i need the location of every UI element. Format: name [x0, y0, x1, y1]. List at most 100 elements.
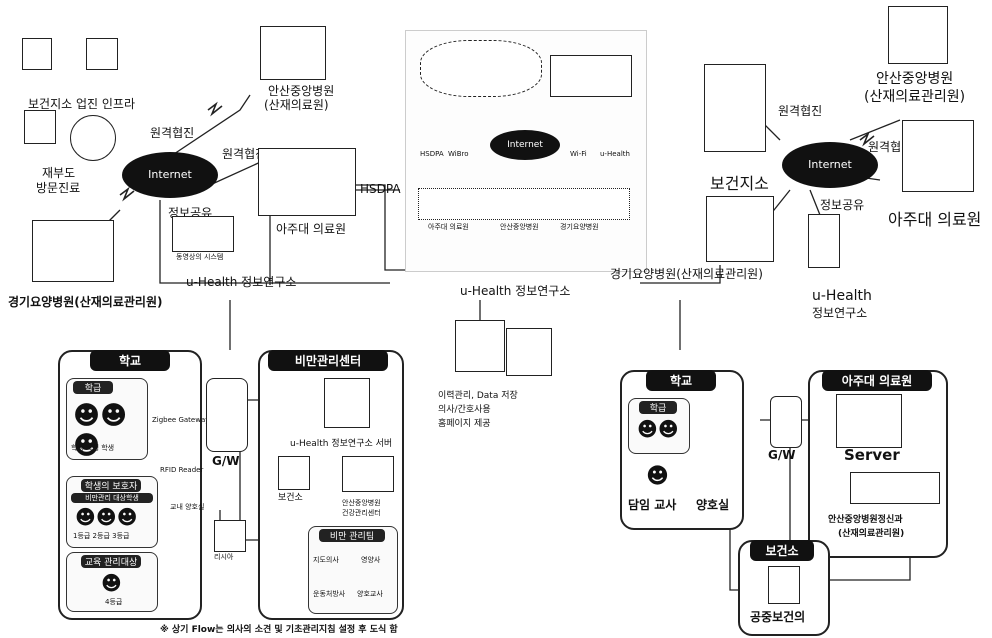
server-icon	[455, 320, 505, 372]
dept-label: 안산중앙병원정신과	[828, 512, 903, 525]
expert-label: 운동처방사	[313, 589, 345, 599]
small-label: u-Health	[600, 150, 630, 158]
expert-team-title: 비만 관리팀	[319, 529, 385, 542]
parent-subtitle: 비만관리 대상학생	[71, 493, 153, 503]
gyeonggi-hospital-label: 경기요양병원(산재의료관리원)	[610, 267, 763, 281]
internet-label: Internet	[507, 140, 543, 150]
ansan-hospital-sub: (산재의료원)	[264, 98, 329, 112]
grades-label: 1등급 2등급 3등급	[73, 531, 129, 541]
expert-team-box: 비만 관리팀 지도의사 영양사 운동처방사 양호교사	[308, 526, 398, 614]
uhealth-institute-label: u-Health 정보연구소	[460, 284, 570, 298]
hospital-building-icon	[850, 472, 940, 504]
server-icon	[808, 214, 840, 268]
expert-label: 영양사	[361, 555, 380, 565]
infra-label: 보건지소 업진 인프라	[28, 97, 135, 111]
ansan-hospital-label: 안산중앙병원	[876, 68, 953, 88]
city-buildings-icon	[550, 55, 632, 97]
ajou-title: 아주대 의료원	[822, 370, 932, 391]
server-label: Server	[844, 446, 900, 464]
hospital-building-icon	[342, 456, 394, 492]
server-system-icon	[172, 216, 234, 252]
hospital-building-icon	[902, 120, 974, 192]
school-nurse-label: 교내 양호실	[170, 502, 204, 512]
internet-label: Internet	[808, 158, 852, 171]
hsdpa-label: HSDPA	[360, 182, 401, 196]
small-label: 안산중앙병원	[500, 222, 539, 232]
hospital-building-icon	[888, 6, 948, 64]
footnote: ※ 상기 Flow는 의사의 소견 및 기초관리지침 설정 후 도식 함	[160, 622, 398, 635]
server-icon	[506, 328, 552, 376]
server-note: 홈페이지 제공	[438, 416, 491, 429]
cloud-network-icon	[420, 40, 542, 97]
class-box: 학급 ☻☻☻ 학생 학생 학생	[66, 378, 148, 460]
server-label: u-Health 정보연구소 서버	[290, 436, 392, 449]
server-icon	[324, 378, 370, 428]
tablet-device-icon	[86, 38, 118, 70]
class-title: 학급	[639, 401, 677, 414]
parent-box: 학생의 보호자 비만관리 대상학생 ☻☻☻ 1등급 2등급 3등급	[66, 476, 158, 548]
server-icon	[836, 394, 902, 448]
share-label: 정보공유	[820, 198, 864, 212]
uhealth-label: u-Health 정보연구소	[186, 275, 296, 289]
health-center-title: 보건소	[750, 540, 814, 561]
tablet-device-icon	[22, 38, 52, 70]
visit-label-1: 재부도	[42, 166, 75, 180]
gateway-label: G/W	[212, 454, 239, 468]
small-label: HSDPA	[420, 150, 444, 158]
home-label: 리시아	[214, 552, 233, 562]
ansan-label: 안산중앙병원	[342, 498, 381, 508]
health-center-box: 보건소 공중보건의	[738, 540, 830, 636]
family-grade-label: 4등급	[105, 597, 122, 607]
center-internet-cloud: Internet	[490, 130, 560, 160]
small-label: WiBro	[448, 150, 469, 158]
expert-label: 지도의사	[313, 555, 339, 565]
family-title: 교육 관리대상	[81, 555, 141, 568]
nurse-room-label: 양호실	[696, 498, 729, 512]
health-center-icon	[278, 456, 310, 490]
hospital-building-icon	[258, 148, 356, 216]
teacher-icon: ☻	[646, 464, 669, 489]
teacher-label: 담임 교사	[628, 498, 676, 512]
health-center-label: 보건소	[278, 490, 303, 503]
obesity-center-box: 비만관리센터 u-Health 정보연구소 서버 보건소 안산중앙병원 건강관리…	[258, 350, 404, 620]
small-label: 경기요양병원	[560, 222, 599, 232]
ansan-hospital-sub: (산재의료관리원)	[864, 86, 965, 106]
student-icons: ☻☻	[637, 417, 679, 441]
gateway-label: G/W	[768, 448, 795, 462]
class-box: 학급 ☻☻	[628, 398, 690, 454]
remote-consult-label: 원격협진	[150, 126, 194, 140]
tablet-device-icon	[24, 110, 56, 144]
server-note: 이력관리, Data 저장	[438, 388, 518, 401]
obesity-center-title: 비만관리센터	[268, 350, 388, 371]
medical-device-icon	[70, 115, 116, 161]
school-box-left: 학교 학급 ☻☻☻ 학생 학생 학생 Zigbee Gateway RFID R…	[58, 350, 202, 620]
ajou-hospital-label: 아주대 의료원	[888, 206, 981, 230]
public-doctor-label: 공중보건의	[750, 608, 805, 625]
expert-label: 양호교사	[357, 589, 383, 599]
home-icon	[214, 520, 246, 552]
school-title: 학교	[646, 370, 716, 391]
ansan-sub-label: 건강관리센터	[342, 508, 381, 518]
hospital-building-icon	[260, 26, 326, 80]
school-title: 학교	[90, 350, 170, 371]
visit-label-2: 방문진료	[36, 181, 80, 195]
class-title: 학급	[73, 381, 113, 394]
ajou-hospital-label: 아주대 의료원	[276, 222, 346, 236]
server-note: 의사/간호사용	[438, 402, 491, 415]
remote-consult-label: 원격협진	[778, 104, 822, 118]
internet-label: Internet	[148, 168, 192, 181]
uhealth-label: u-Health	[812, 288, 872, 304]
hospital-building-icon	[706, 196, 774, 262]
health-branch-label: 보건지소	[710, 170, 769, 194]
hospital-building-icon	[32, 220, 114, 282]
gateway-icon	[770, 396, 802, 448]
gyeonggi-hospital-label: 경기요양병원(산재의료관리원)	[8, 293, 163, 310]
family-box: 교육 관리대상 ☻ 4등급	[66, 552, 158, 612]
health-branch-icon	[704, 64, 766, 152]
right-internet-cloud: Internet	[782, 142, 878, 188]
person-icon: ☻	[101, 571, 122, 595]
zigbee-label: Zigbee Gateway	[152, 416, 209, 424]
ajou-hospital-box: 아주대 의료원 Server 안산중앙병원정신과 (산재의료관리원)	[808, 370, 948, 558]
parent-title: 학생의 보호자	[81, 479, 141, 492]
uhealth-label-sub: 정보연구소	[812, 306, 867, 320]
